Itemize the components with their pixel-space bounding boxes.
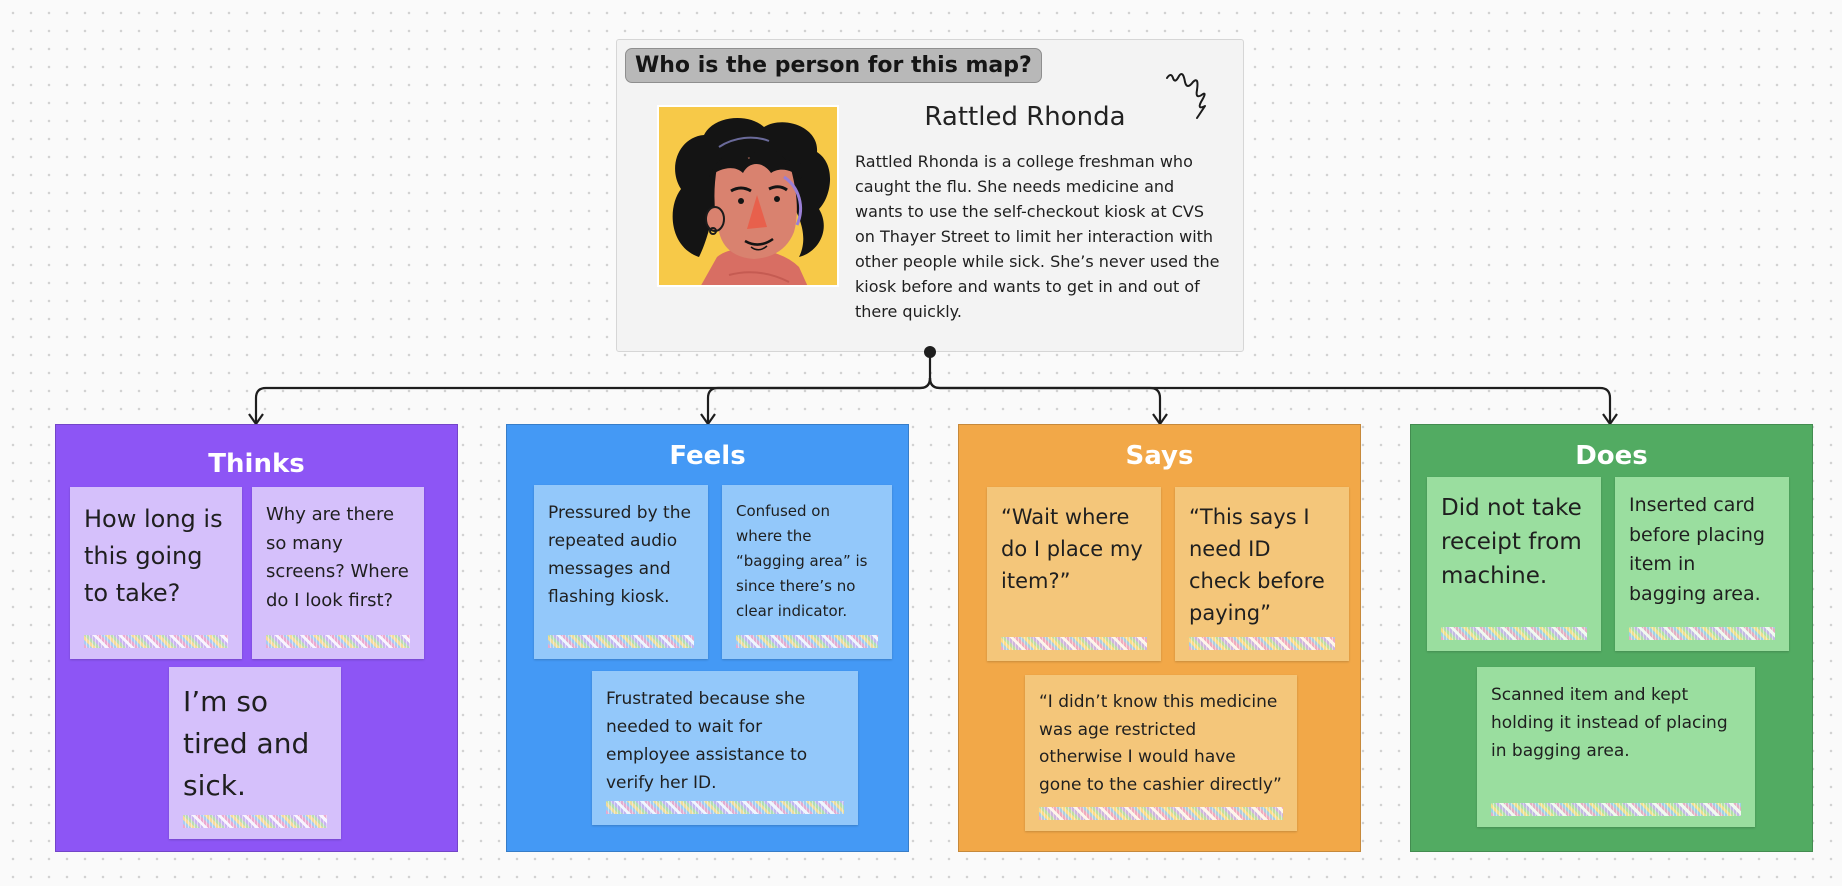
author-signature [1189, 637, 1335, 650]
sticky-note-text: Confused on where the “bagging area” is … [736, 502, 868, 620]
sticky-note[interactable]: “This says I need ID check before paying… [1175, 487, 1349, 661]
section-thinks: Thinks How long is this going to take? W… [55, 424, 458, 852]
sticky-note-text: How long is this going to take? [84, 505, 223, 607]
author-signature [1001, 637, 1147, 650]
sticky-note-text: Frustrated because she needed to wait fo… [606, 689, 808, 793]
section-does: Does Did not take receipt from machine. … [1410, 424, 1813, 852]
author-signature [736, 635, 878, 648]
sticky-note[interactable]: I’m so tired and sick. [169, 667, 341, 839]
author-signature [548, 635, 694, 648]
sticky-note[interactable]: Pressured by the repeated audio messages… [534, 485, 708, 659]
sticky-note-text: Scanned item and kept holding it instead… [1491, 685, 1728, 761]
connector-does [928, 377, 1612, 424]
sticky-note-text: “Wait where do I place my item?” [1001, 505, 1143, 593]
arrow-down-icon [1602, 413, 1618, 426]
section-says-title: Says [1125, 441, 1194, 471]
section-says: Says “Wait where do I place my item?” “T… [958, 424, 1361, 852]
persona-question-label: Who is the person for this map? [625, 48, 1042, 83]
author-signature [1441, 627, 1587, 640]
section-does-title: Does [1575, 441, 1648, 471]
author-signature [266, 635, 410, 648]
sticky-note-text: “This says I need ID check before paying… [1189, 505, 1325, 625]
arrow-down-icon [1152, 413, 1168, 426]
sticky-note-text: “I didn’t know this medicine was age res… [1039, 692, 1282, 795]
arrow-down-icon [700, 413, 716, 426]
author-signature [183, 815, 327, 828]
sticky-note[interactable]: How long is this going to take? [70, 487, 242, 659]
connector-feels [706, 377, 932, 424]
sticky-note-text: Pressured by the repeated audio messages… [548, 503, 691, 607]
author-signature [84, 635, 228, 648]
author-signature [1039, 807, 1283, 820]
sticky-note[interactable]: Why are there so many screens? Where do … [252, 487, 424, 659]
sticky-note[interactable]: Confused on where the “bagging area” is … [722, 485, 892, 659]
avatar-illustration [659, 107, 837, 285]
squiggle-icon [1166, 73, 1206, 119]
connector-thinks [254, 352, 932, 424]
persona-avatar [657, 105, 839, 287]
connector-says [928, 377, 1162, 424]
persona-card[interactable]: Who is the person for this map? [616, 39, 1244, 352]
sticky-note-text: I’m so tired and sick. [183, 685, 310, 802]
sticky-note[interactable]: “Wait where do I place my item?” [987, 487, 1161, 661]
sticky-note[interactable]: Frustrated because she needed to wait fo… [592, 671, 858, 825]
section-feels-title: Feels [669, 441, 746, 471]
author-signature [1629, 627, 1775, 640]
persona-description: Rattled Rhonda is a college freshman who… [855, 152, 1220, 321]
section-feels: Feels Pressured by the repeated audio me… [506, 424, 909, 852]
sticky-note-text: Why are there so many screens? Where do … [266, 504, 409, 611]
persona-name: Rattled Rhonda [924, 102, 1126, 132]
section-thinks-title: Thinks [208, 449, 305, 479]
sticky-note[interactable]: Scanned item and kept holding it instead… [1477, 667, 1755, 827]
author-signature [1491, 803, 1741, 816]
sticky-note[interactable]: “I didn’t know this medicine was age res… [1025, 675, 1297, 831]
sticky-note[interactable]: Inserted card before placing item in bag… [1615, 477, 1789, 651]
sticky-note-text: Did not take receipt from machine. [1441, 495, 1582, 589]
sticky-note[interactable]: Did not take receipt from machine. [1427, 477, 1601, 651]
arrow-down-icon [248, 413, 264, 426]
sticky-note-text: Inserted card before placing item in bag… [1629, 494, 1765, 605]
author-signature [606, 801, 844, 814]
